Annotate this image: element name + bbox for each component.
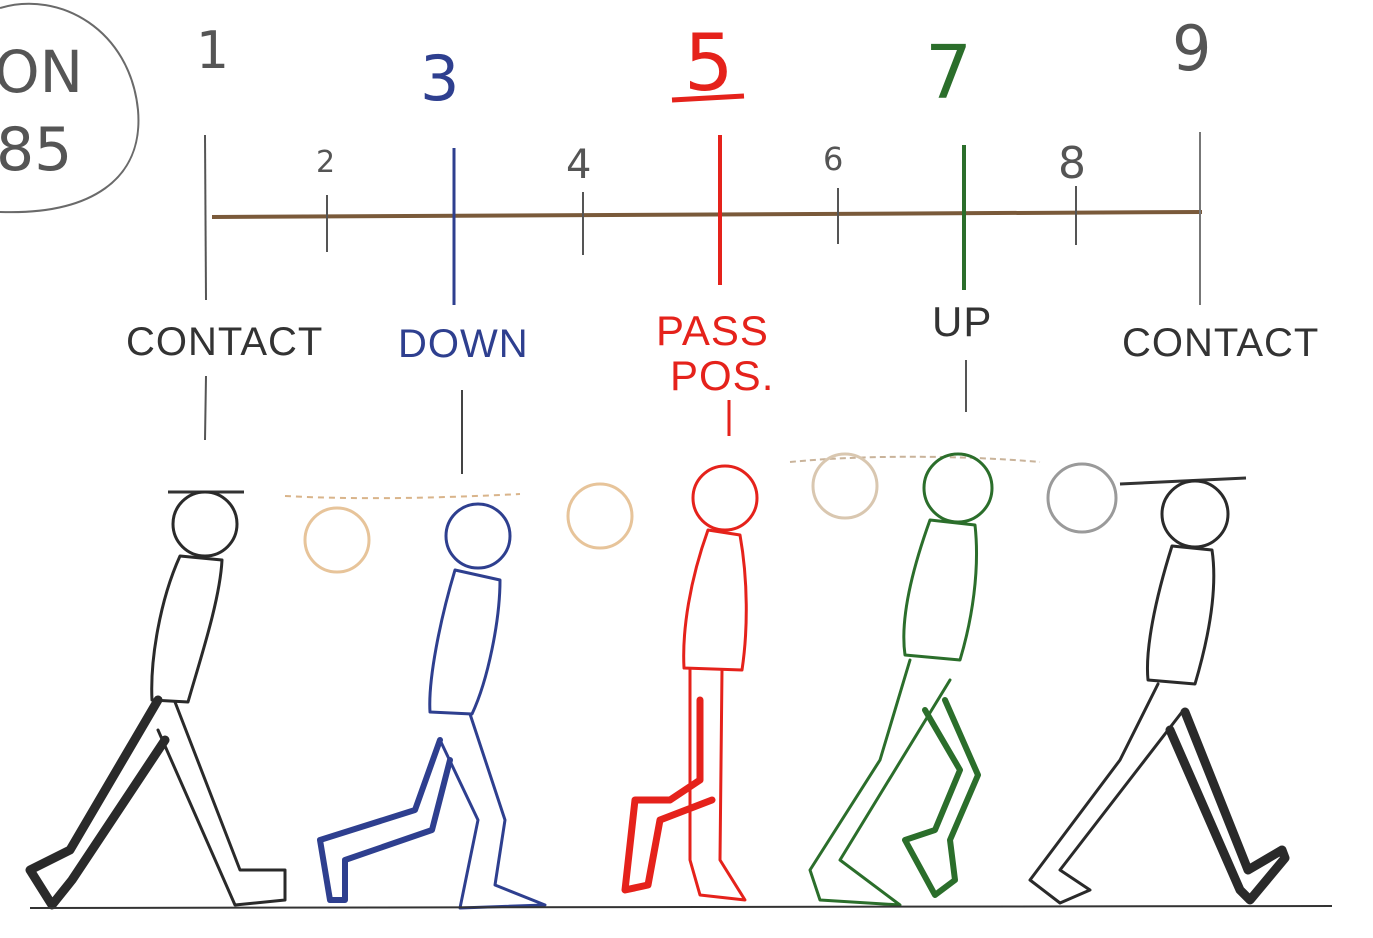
frame-number-1: 1 [196, 21, 229, 81]
head-line-right [1119, 476, 1247, 486]
head-arc-dashed [284, 493, 521, 500]
figure-7-front-leg [808, 658, 952, 907]
frame-number-4: 4 [566, 142, 591, 188]
ground-line [29, 905, 1333, 909]
figure-5-back-leg [621, 696, 716, 894]
head-arc-upper [789, 455, 1041, 463]
position-labels: CONTACT DOWN PASS POS. UP CONTACT [126, 298, 1319, 474]
frame-number-9: 9 [1172, 12, 1211, 85]
figure-up [808, 452, 994, 907]
frame-number-8: 8 [1058, 138, 1086, 189]
label-pass-line2: POS. [670, 352, 774, 399]
figure-7-head [922, 452, 994, 524]
frame-number-5: 5 [684, 19, 734, 109]
corner-note-line1: ON [0, 38, 83, 106]
ghost-head-2 [303, 506, 371, 574]
ghost-head-4 [566, 482, 634, 550]
label-pass-line1: PASS [656, 307, 769, 354]
figure-contact-start [25, 490, 287, 910]
frame-number-2: 2 [316, 145, 335, 180]
figure-passing [621, 464, 759, 902]
label-down: DOWN [398, 322, 529, 366]
tick-1 [204, 134, 207, 301]
figure-3-front-leg [438, 712, 547, 910]
frame-number-7: 7 [925, 30, 972, 116]
label-contact-end: CONTACT [1122, 321, 1319, 365]
figure-7-torso [902, 518, 978, 662]
label-contact-start: CONTACT [126, 320, 323, 364]
corner-note: ON 85 [0, 2, 140, 214]
figure-5-torso [682, 528, 748, 672]
figure-3-head [444, 502, 512, 570]
figure-9-torso [1146, 544, 1216, 686]
frame-number-3: 3 [420, 42, 459, 115]
figure-5-head [691, 464, 759, 532]
figure-3-torso [428, 568, 502, 716]
corner-note-line2: 85 [0, 115, 72, 185]
ghost-head-6 [811, 452, 879, 520]
figure-down [317, 502, 547, 910]
label-up: UP [932, 298, 992, 345]
figure-1-front-leg [156, 700, 287, 907]
figure-1-head [171, 490, 239, 558]
figure-3-back-leg [317, 737, 453, 903]
corner-note-bubble [0, 2, 140, 214]
timeline-axis [211, 210, 1203, 219]
connector-1 [204, 375, 207, 441]
figure-9-front-leg [1028, 682, 1184, 905]
figure-9-head [1160, 479, 1230, 549]
frame-5-underline [671, 93, 745, 103]
figure-5-front-leg [688, 668, 747, 902]
figure-contact-end [1028, 479, 1290, 905]
figure-9-back-leg [1165, 707, 1290, 905]
ghost-head-8 [1046, 462, 1118, 534]
frame-number-6: 6 [823, 140, 843, 178]
timeline: 1 2 3 4 5 6 7 8 9 [196, 12, 1211, 305]
figure-1-torso [150, 554, 224, 704]
figure-1-back-leg [25, 695, 170, 910]
figure-7-back-leg [902, 697, 981, 898]
